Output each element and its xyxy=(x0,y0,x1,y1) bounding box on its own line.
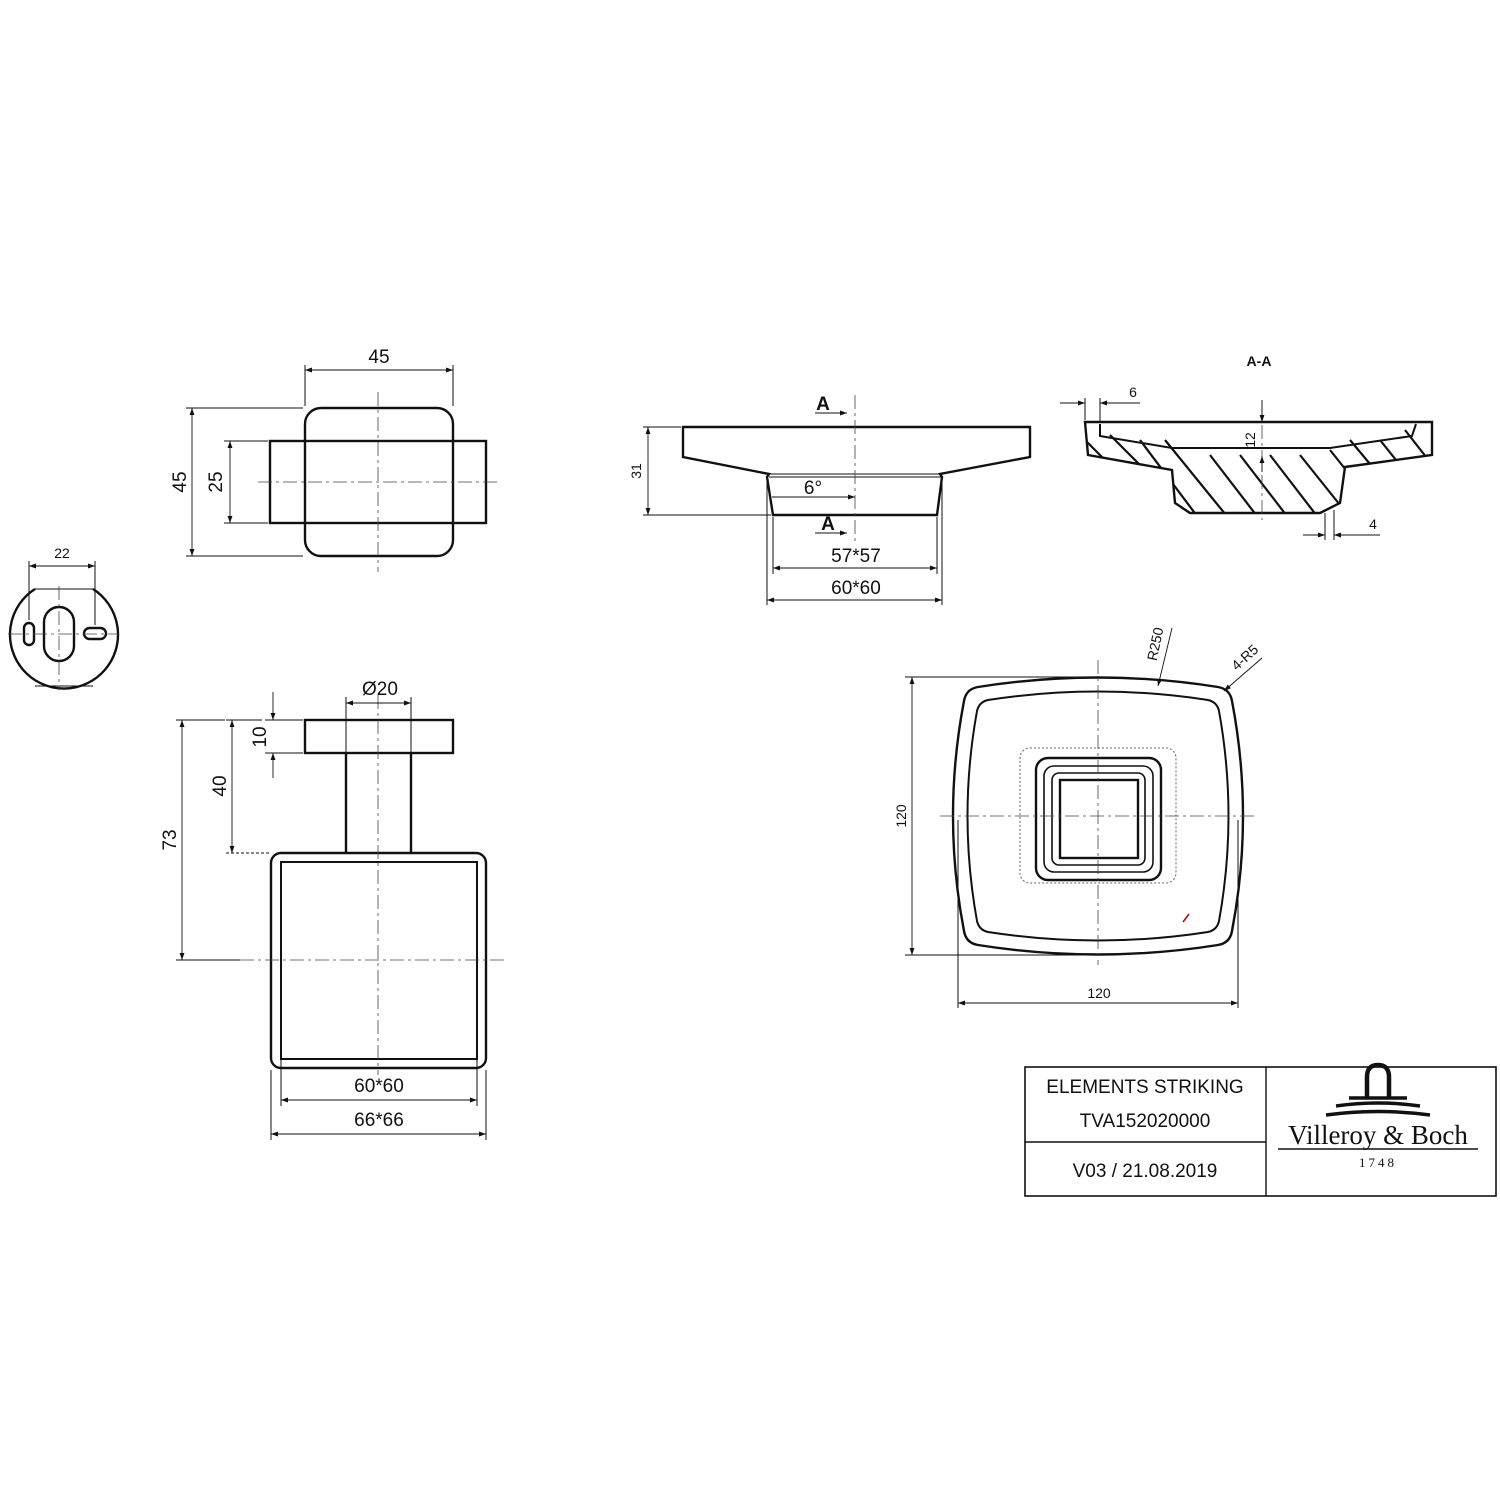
brand-logo: Villeroy & Boch 1748 xyxy=(1278,1062,1478,1170)
dish-top-drain-ring xyxy=(1051,772,1146,866)
dim-dish-height: 31 xyxy=(628,463,644,479)
section-title: A-A xyxy=(1247,353,1272,369)
dim-thickness: 12 xyxy=(1242,432,1258,448)
section-outline xyxy=(1083,420,1434,515)
section-marker-top: A xyxy=(816,394,830,415)
brand-year: 1748 xyxy=(1359,1155,1397,1170)
dim-dish-inner: 57*57 xyxy=(831,546,881,567)
title-block: ELEMENTS STRIKING TVA152020000 V03 / 21.… xyxy=(1024,1062,1497,1197)
front-view: Ø20 10 40 73 60*60 66*66 xyxy=(160,679,505,1140)
wall-plate-view: 22 xyxy=(8,545,120,690)
dim-side-inner: 25 xyxy=(206,471,227,492)
dish-side-view: A A 6° 31 57*57 60*60 xyxy=(628,394,1032,605)
dim-inner-square: 60*60 xyxy=(354,1076,404,1097)
dim-front-top: 10 xyxy=(250,726,271,747)
dim-radius: R250 xyxy=(1144,626,1167,662)
dim-foot: 4 xyxy=(1369,516,1377,532)
dim-side-width: 45 xyxy=(368,347,389,368)
dish-top-outer xyxy=(951,676,1245,956)
dish-top-drain-outer xyxy=(1034,756,1163,882)
dish-top-drain-hole xyxy=(1058,778,1140,860)
version-date: V03 / 21.08.2019 xyxy=(1073,1161,1218,1182)
dish-top-inner xyxy=(966,690,1230,942)
dim-corner-radius: 4-R5 xyxy=(1228,641,1261,673)
front-cap xyxy=(303,718,455,755)
dim-angle: 6° xyxy=(804,478,822,499)
dim-rim: 6 xyxy=(1129,384,1137,400)
front-dish-outer xyxy=(269,851,488,1070)
dim-top-width: 120 xyxy=(1087,985,1111,1001)
brand-name: Villeroy & Boch xyxy=(1288,1120,1468,1150)
dim-outer-square: 66*66 xyxy=(354,1110,404,1131)
dim-dish-outer: 60*60 xyxy=(831,578,881,599)
side-view: 45 45 25 xyxy=(170,347,500,572)
dish-top-view: R250 4-R5 120 120 xyxy=(893,626,1263,1008)
dish-side-outline xyxy=(681,425,1032,517)
dim-hole-spacing: 22 xyxy=(54,545,70,561)
section-view: A-A 6 xyxy=(1060,353,1434,540)
dim-front-total: 73 xyxy=(160,829,181,850)
article-number: TVA152020000 xyxy=(1080,1111,1211,1132)
right-screw-slot xyxy=(82,626,108,641)
dim-side-height: 45 xyxy=(170,471,191,492)
section-marker-bottom: A xyxy=(821,514,835,535)
dim-front-mid: 40 xyxy=(210,775,231,796)
wall-plate-outline xyxy=(8,587,120,690)
front-dish-inner xyxy=(280,861,478,1060)
dim-diameter: Ø20 xyxy=(362,679,398,700)
left-screw-slot xyxy=(22,621,36,647)
product-name: ELEMENTS STRIKING xyxy=(1046,1077,1243,1098)
dim-top-height: 120 xyxy=(893,804,909,828)
dish-top-drain-step xyxy=(1043,765,1154,873)
